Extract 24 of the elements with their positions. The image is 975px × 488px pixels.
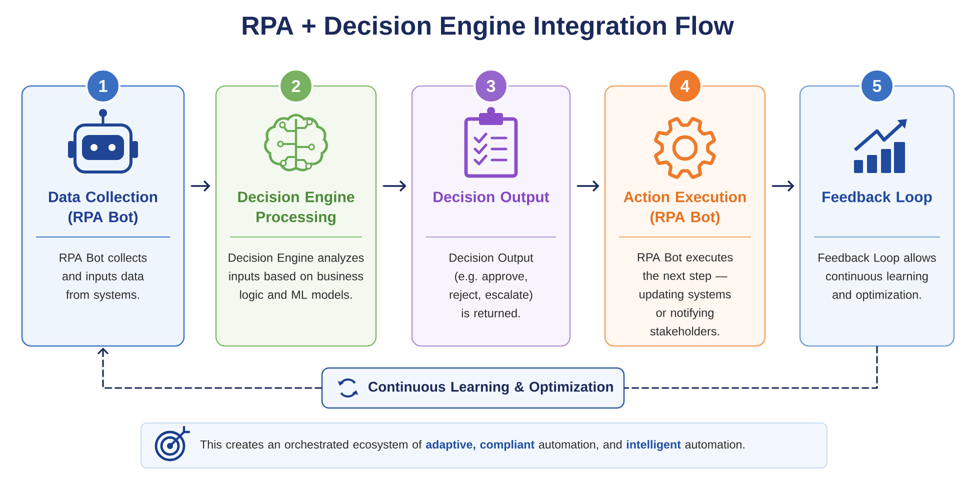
dashed-arrow — [97, 348, 322, 389]
step-number-badge: 4 — [668, 68, 702, 104]
step-number-badge: 2 — [278, 68, 314, 104]
card-text: RPA Bot executes the next step — updating systems or notifying stakeholders. — [638, 253, 733, 336]
arrow — [576, 180, 600, 192]
card-text: RPA Bot collects and inputs data from systems. — [60, 253, 147, 302]
callout-box: Continuous Learning & Optimization — [321, 367, 625, 409]
dashed-line — [624, 346, 878, 389]
step-number-badge: 3 — [474, 68, 508, 104]
title: RPA + Decision Engine Integration Flow — [242, 16, 734, 40]
card-heading: Decision Engine Processing — [238, 191, 354, 226]
arrow — [772, 180, 794, 192]
card-heading: Data Collection (RPA Bot) — [49, 191, 158, 226]
card-text: Decision Output (e.g. approve, reject, escalate) is returned. — [450, 253, 534, 318]
card-heading: Action Execution (RPA Bot) — [624, 191, 746, 226]
card-text: Decision Engine analyzes inputs based on business logic and ML models. — [228, 253, 364, 302]
card-heading: Decision Output — [434, 191, 550, 206]
note-box: This creates an orchestrated ecosystem of adaptive, compliant automation, and intelligent automation. — [140, 422, 828, 468]
arrow — [190, 180, 210, 192]
step-number-badge: 1 — [86, 68, 120, 104]
arrow — [382, 180, 406, 192]
card-heading: Feedback Loop — [822, 191, 932, 206]
step-number-badge: 5 — [860, 68, 894, 104]
card-text: Feedback Loop allows continuous learning and optimization. — [818, 253, 936, 302]
